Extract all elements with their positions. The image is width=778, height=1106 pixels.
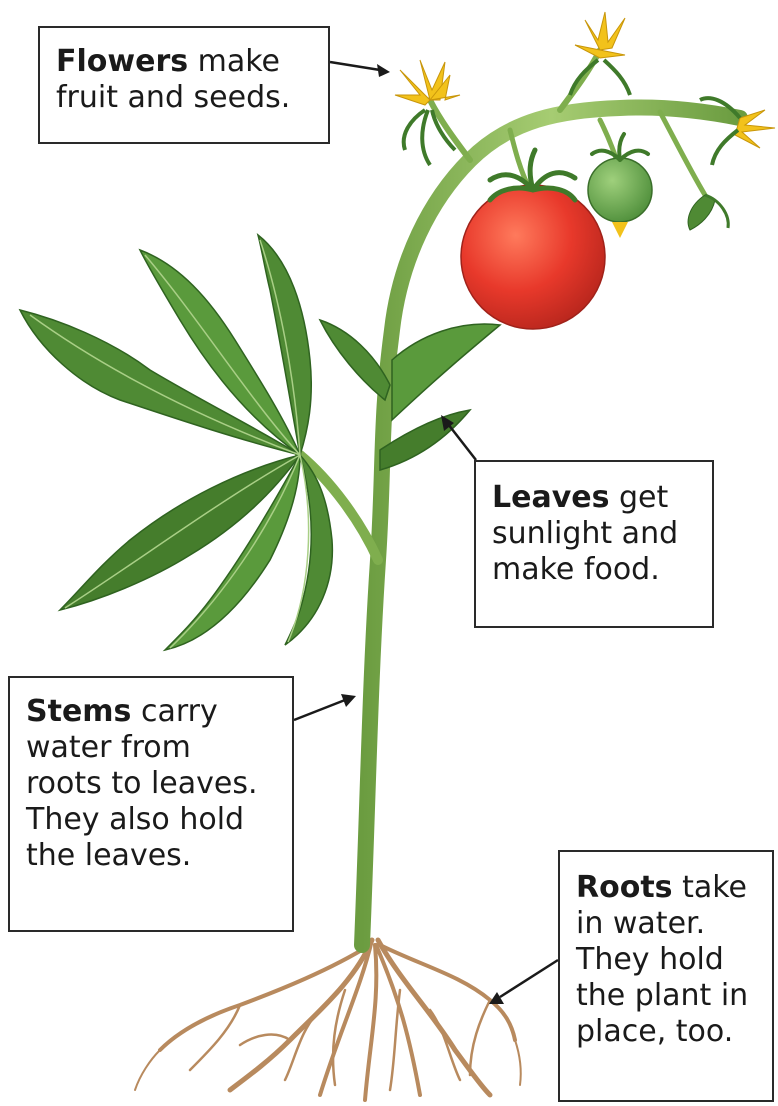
roots <box>135 940 521 1100</box>
green-tomato <box>588 134 652 238</box>
roots-text-5: place, too. <box>576 1014 756 1050</box>
flower-bud <box>688 195 728 230</box>
stems-label-line-1: Stems carry <box>26 694 276 730</box>
roots-term: Roots <box>576 870 673 905</box>
leaves-label-box: Leaves get sunlight and make food. <box>474 460 714 628</box>
leaves-term: Leaves <box>492 480 609 515</box>
ripe-tomato <box>461 150 605 329</box>
roots-text-4: the plant in <box>576 978 756 1014</box>
flowers-text-1: make <box>188 44 280 79</box>
stems-text-4: They also hold <box>26 802 276 838</box>
stems-text-5: the leaves. <box>26 838 276 874</box>
arrow-leaves <box>448 424 476 460</box>
leaves <box>20 235 500 650</box>
roots-label-line-1: Roots take <box>576 870 756 906</box>
arrow-roots <box>500 960 558 997</box>
leaves-label-line-1: Leaves get <box>492 480 696 516</box>
stems-term: Stems <box>26 694 131 729</box>
leaves-text-3: make food. <box>492 552 696 588</box>
flowers-text-2: fruit and seeds. <box>56 80 312 116</box>
stems-text-2: water from <box>26 730 276 766</box>
leaves-text-1: get <box>609 480 668 515</box>
roots-text-1: take <box>673 870 747 905</box>
arrow-flowers <box>330 62 380 70</box>
stems-text-1: carry <box>131 694 217 729</box>
stems-label-box: Stems carry water from roots to leaves. … <box>8 676 294 932</box>
leaves-text-2: sunlight and <box>492 516 696 552</box>
flower-1 <box>395 60 460 165</box>
roots-text-2: in water. <box>576 906 756 942</box>
arrow-stems <box>294 700 345 720</box>
flowers-term: Flowers <box>56 44 188 79</box>
flowers-label-line-1: Flowers make <box>56 44 312 80</box>
flowers-label-box: Flowers make fruit and seeds. <box>38 26 330 144</box>
roots-text-3: They hold <box>576 942 756 978</box>
roots-label-box: Roots take in water. They hold the plant… <box>558 850 774 1102</box>
stems-text-3: roots to leaves. <box>26 766 276 802</box>
